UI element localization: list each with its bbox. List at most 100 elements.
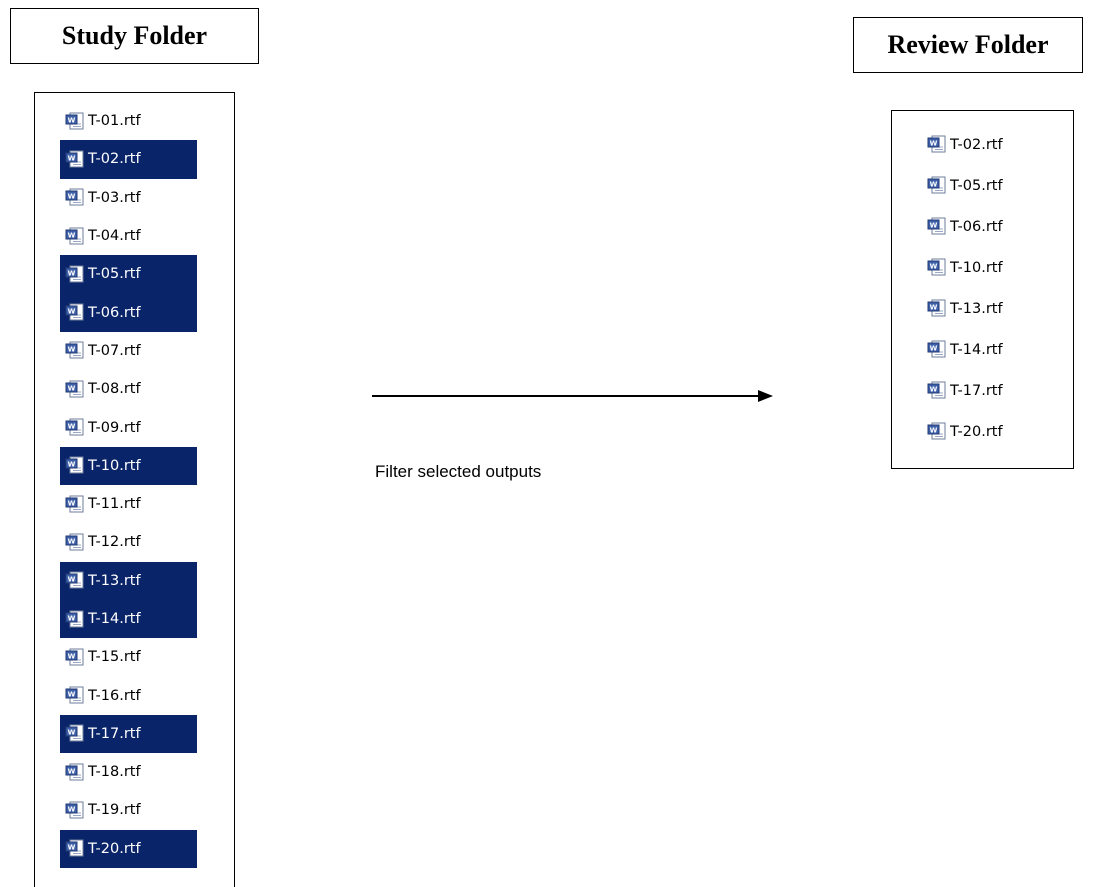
file-item[interactable]: W T-17.rtf [922, 370, 1052, 411]
file-item[interactable]: W T-01.rtf [60, 102, 197, 140]
study-folder-panel: W T-01.rtf W T-02.rtf W T-03.rtf [34, 92, 235, 887]
file-item[interactable]: W T-02.rtf [60, 140, 197, 179]
file-item[interactable]: W T-12.rtf [60, 523, 197, 561]
svg-text:W: W [68, 691, 76, 699]
file-name: T-14.rtf [950, 341, 1003, 358]
file-item[interactable]: W T-14.rtf [60, 599, 197, 639]
file-name: T-16.rtf [88, 687, 141, 704]
svg-text:W: W [68, 576, 76, 584]
review-folder-title: Review Folder [853, 17, 1083, 73]
file-name: T-02.rtf [950, 136, 1003, 153]
svg-text:W: W [68, 116, 76, 124]
file-item[interactable]: W T-05.rtf [60, 255, 197, 294]
word-document-icon: W [65, 571, 85, 590]
file-item[interactable]: W T-20.rtf [922, 411, 1052, 452]
file-item[interactable]: W T-03.rtf [60, 179, 197, 217]
file-item[interactable]: W T-02.rtf [922, 124, 1052, 165]
file-name: T-13.rtf [88, 572, 141, 589]
file-name: T-13.rtf [950, 300, 1003, 317]
file-name: T-03.rtf [88, 189, 141, 206]
word-document-icon: W [65, 188, 85, 207]
word-document-icon: W [927, 340, 947, 359]
file-name: T-20.rtf [950, 423, 1003, 440]
file-item[interactable]: W T-16.rtf [60, 676, 197, 714]
file-item[interactable]: W T-19.rtf [60, 791, 197, 829]
review-file-list: W T-02.rtf W T-05.rtf W T-06.rtf [922, 124, 1052, 452]
svg-text:W: W [68, 308, 76, 316]
word-document-icon: W [65, 418, 85, 437]
file-item[interactable]: W T-17.rtf [60, 714, 197, 754]
word-document-icon: W [927, 299, 947, 318]
file-item[interactable]: W T-04.rtf [60, 217, 197, 255]
file-item[interactable]: W T-05.rtf [922, 165, 1052, 206]
file-item[interactable]: W T-10.rtf [922, 247, 1052, 288]
word-document-icon: W [65, 610, 85, 629]
word-document-icon: W [65, 227, 85, 246]
svg-text:W: W [930, 181, 938, 189]
word-document-icon: W [65, 265, 85, 284]
word-document-icon: W [65, 456, 85, 475]
word-document-icon: W [65, 150, 85, 169]
file-item[interactable]: W T-07.rtf [60, 332, 197, 370]
svg-text:W: W [68, 269, 76, 277]
svg-text:W: W [930, 427, 938, 435]
svg-text:W: W [930, 140, 938, 148]
svg-text:W: W [68, 423, 76, 431]
file-name: T-08.rtf [88, 381, 141, 398]
file-item[interactable]: W T-13.rtf [60, 561, 197, 600]
filter-arrow [372, 390, 773, 402]
svg-text:W: W [68, 346, 76, 354]
file-item[interactable]: W T-09.rtf [60, 408, 197, 446]
word-document-icon: W [65, 724, 85, 743]
svg-text:W: W [68, 729, 76, 737]
svg-text:W: W [930, 222, 938, 230]
svg-text:W: W [68, 461, 76, 469]
file-item[interactable]: W T-14.rtf [922, 329, 1052, 370]
word-document-icon: W [927, 176, 947, 195]
word-document-icon: W [65, 686, 85, 705]
file-name: T-18.rtf [88, 764, 141, 781]
study-file-list: W T-01.rtf W T-02.rtf W T-03.rtf [60, 102, 197, 868]
svg-text:W: W [68, 844, 76, 852]
file-name: T-19.rtf [88, 802, 141, 819]
file-name: T-17.rtf [88, 725, 141, 742]
svg-text:W: W [68, 805, 76, 813]
file-item[interactable]: W T-18.rtf [60, 753, 197, 791]
file-name: T-11.rtf [88, 496, 141, 513]
file-name: T-07.rtf [88, 342, 141, 359]
file-name: T-05.rtf [88, 266, 141, 283]
file-name: T-17.rtf [950, 382, 1003, 399]
word-document-icon: W [927, 258, 947, 277]
word-document-icon: W [927, 422, 947, 441]
file-item[interactable]: W T-11.rtf [60, 485, 197, 523]
file-name: T-01.rtf [88, 113, 141, 130]
word-document-icon: W [65, 648, 85, 667]
file-item[interactable]: W T-15.rtf [60, 638, 197, 676]
file-name: T-14.rtf [88, 611, 141, 627]
file-item[interactable]: W T-06.rtf [60, 293, 197, 332]
file-name: T-04.rtf [88, 228, 141, 245]
file-item[interactable]: W T-20.rtf [60, 829, 197, 868]
arrow-head [758, 390, 773, 402]
svg-text:W: W [68, 231, 76, 239]
word-document-icon: W [65, 112, 85, 131]
file-item[interactable]: W T-08.rtf [60, 370, 197, 408]
word-document-icon: W [65, 763, 85, 782]
svg-text:W: W [68, 154, 76, 162]
file-name: T-06.rtf [950, 218, 1003, 235]
word-document-icon: W [65, 341, 85, 360]
svg-text:W: W [930, 263, 938, 271]
svg-text:W: W [68, 614, 76, 622]
file-name: T-09.rtf [88, 419, 141, 436]
file-item[interactable]: W T-13.rtf [922, 288, 1052, 329]
file-name: T-05.rtf [950, 177, 1003, 194]
file-name: T-12.rtf [88, 534, 141, 551]
svg-text:W: W [68, 193, 76, 201]
svg-text:W: W [930, 345, 938, 353]
svg-text:W: W [68, 767, 76, 775]
file-name: T-20.rtf [88, 840, 141, 857]
word-document-icon: W [65, 533, 85, 552]
file-item[interactable]: W T-10.rtf [60, 446, 197, 485]
file-name: T-02.rtf [88, 151, 141, 168]
file-item[interactable]: W T-06.rtf [922, 206, 1052, 247]
